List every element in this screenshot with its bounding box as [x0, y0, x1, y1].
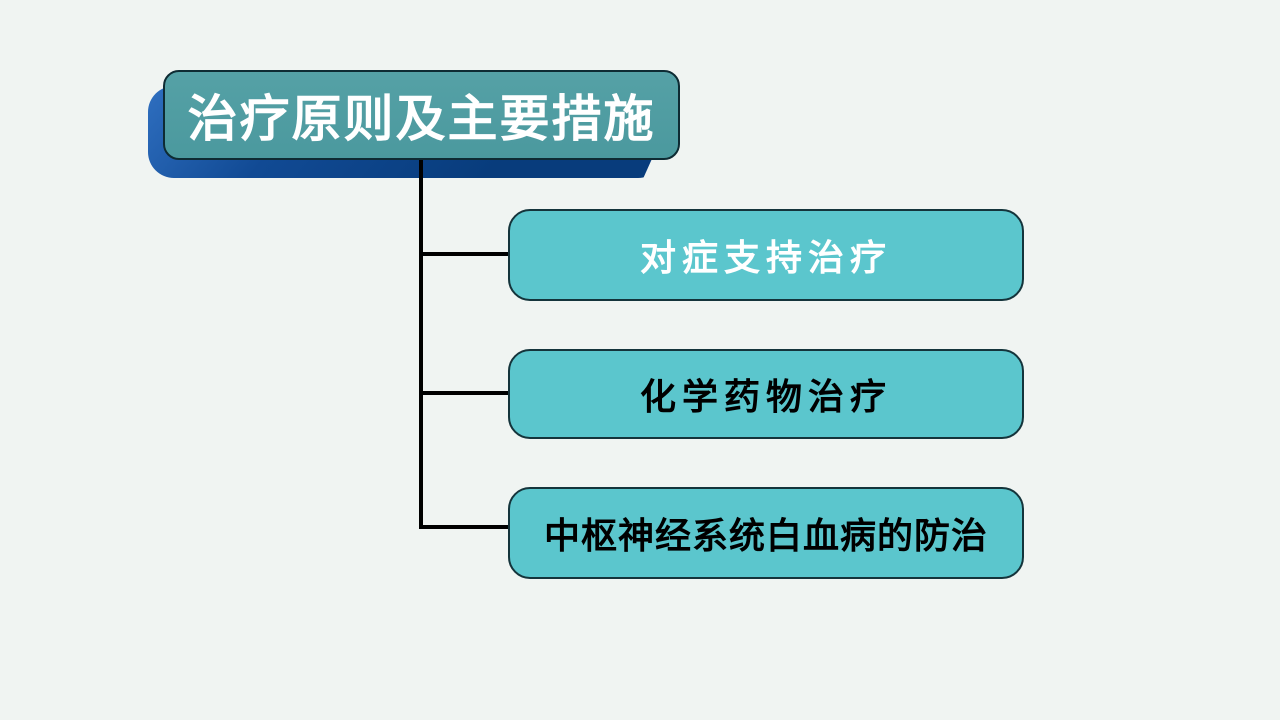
connector-trunk — [419, 160, 423, 529]
title-label: 治疗原则及主要措施 — [187, 90, 656, 148]
node-label-3: 中枢神经系统白血病的防治 — [543, 515, 988, 557]
node-box-1: 对症支持治疗 — [508, 209, 1024, 301]
title-node: 治疗原则及主要措施 — [163, 70, 680, 160]
connector-branch-2 — [419, 391, 509, 395]
connector-branch-3 — [419, 525, 509, 529]
node-box-3: 中枢神经系统白血病的防治 — [508, 487, 1024, 579]
connector-branch-1 — [419, 252, 509, 256]
node-label-2: 化学药物治疗 — [639, 376, 892, 418]
node-label-1: 对症支持治疗 — [639, 237, 892, 279]
node-box-2: 化学药物治疗 — [508, 349, 1024, 439]
